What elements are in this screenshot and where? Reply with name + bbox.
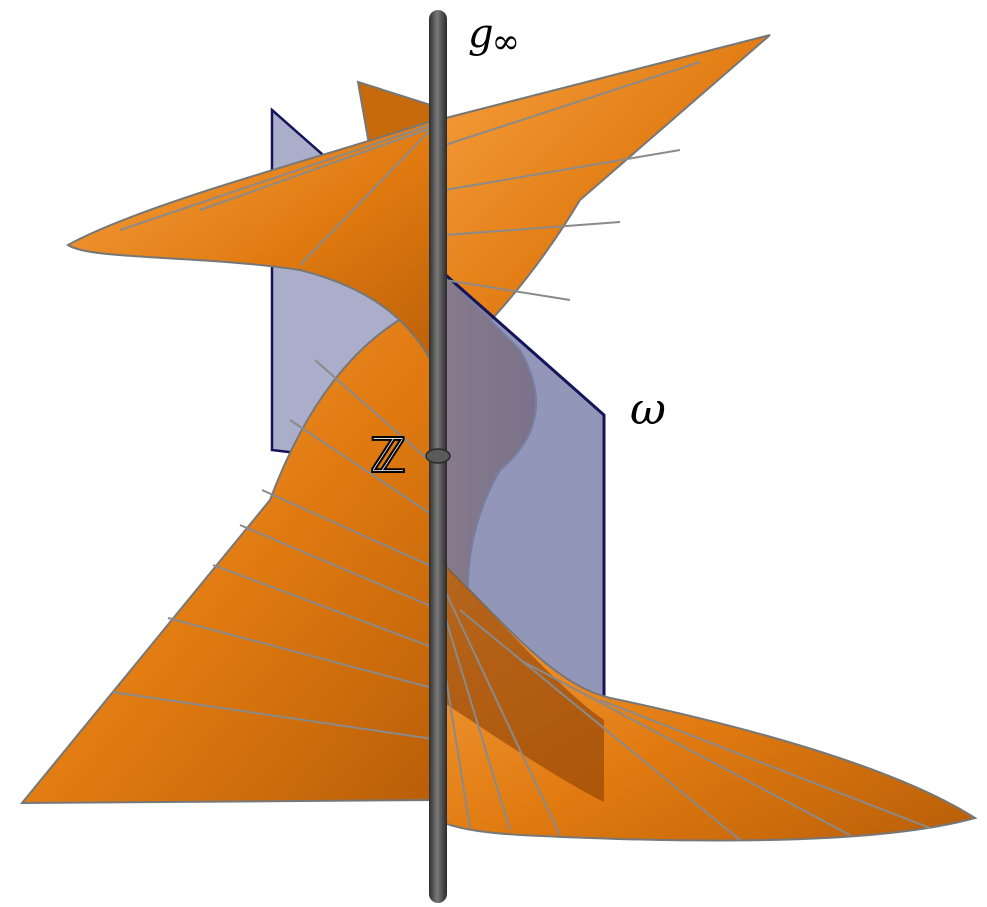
axis-label-subscript: ∞ bbox=[491, 22, 520, 62]
axis-point-marker bbox=[425, 448, 451, 464]
axis-label-name: g bbox=[468, 11, 494, 57]
plane-label: ω bbox=[630, 384, 666, 435]
axis-label: g∞ bbox=[468, 14, 520, 59]
point-label: ℤ bbox=[369, 428, 407, 484]
ruling-lines bbox=[111, 61, 931, 841]
surface-lower-left-wing bbox=[19, 298, 441, 805]
surface-upper-left-lip bbox=[66, 116, 441, 381]
surface-lower-right-shadow bbox=[440, 560, 604, 802]
